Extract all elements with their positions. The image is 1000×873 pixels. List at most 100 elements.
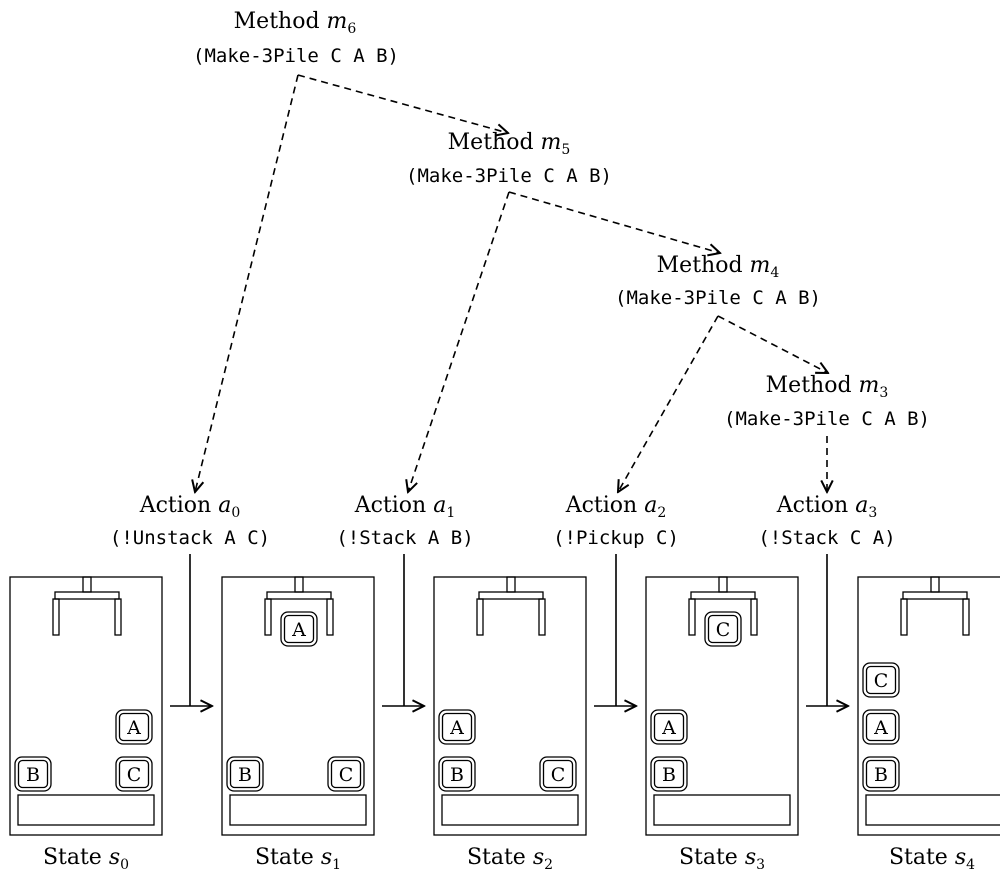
action-call: (!Pickup C) — [553, 527, 679, 549]
block-A: A — [650, 709, 688, 745]
method-sub: 3 — [879, 385, 888, 401]
method-sub: 5 — [561, 142, 570, 158]
action-var: a — [218, 493, 231, 518]
arrow-m5-a1 — [408, 191, 510, 492]
arrow-m4-a2 — [618, 315, 719, 492]
action-node-a0: Action a0 (!Unstack A C) — [110, 493, 270, 549]
method-node-m4: Method m4 (Make-3Pile C A B) — [615, 253, 821, 309]
block-C: C — [115, 756, 153, 792]
block-A: A — [115, 709, 153, 745]
block-A: A — [438, 709, 476, 745]
svg-text:Method m4: Method m4 — [657, 253, 780, 281]
block-label: C — [127, 764, 142, 786]
block-label: C — [716, 619, 731, 641]
action-sub: 2 — [657, 505, 666, 521]
action-label: Action — [354, 493, 427, 518]
action-node-a3: Action a3 (!Stack C A) — [758, 493, 895, 549]
svg-text:Action a0: Action a0 — [139, 493, 241, 521]
block-label: C — [874, 670, 889, 692]
svg-text:Method m6: Method m6 — [234, 9, 357, 37]
method-call: (Make-3Pile C A B) — [193, 45, 399, 67]
decomposition-arrows — [195, 74, 828, 492]
table-surface — [865, 794, 1000, 826]
method-var: m — [859, 373, 880, 398]
action-node-a2: Action a2 (!Pickup C) — [553, 493, 679, 549]
method-var: m — [327, 9, 348, 34]
state-s3: C A B — [645, 576, 799, 836]
block-B: B — [226, 756, 264, 792]
block-label: A — [449, 717, 464, 739]
block-B: B — [862, 756, 900, 792]
block-B: B — [14, 756, 52, 792]
action-call: (!Stack C A) — [758, 527, 895, 549]
block-label: A — [291, 619, 306, 641]
block-label: B — [26, 764, 40, 786]
arrow-m4-m3 — [717, 315, 828, 373]
method-call: (Make-3Pile C A B) — [406, 165, 612, 187]
block-label: C — [551, 764, 566, 786]
action-label: Action — [565, 493, 638, 518]
method-label: Method — [766, 373, 852, 398]
table-surface — [441, 794, 579, 826]
action-node-a1: Action a1 (!Stack A B) — [336, 493, 473, 549]
arrow-m6-a0 — [195, 74, 299, 492]
block-C-held: C — [704, 611, 742, 647]
block-label: C — [339, 764, 354, 786]
table-surface — [17, 794, 155, 826]
state-caption-s1: State s1 — [255, 845, 341, 873]
block-label: A — [661, 717, 676, 739]
block-label: B — [238, 764, 252, 786]
state-frame — [433, 576, 587, 836]
svg-text:Action a2: Action a2 — [565, 493, 667, 521]
transition-s1-s2 — [382, 554, 424, 706]
block-B: B — [650, 756, 688, 792]
gripper-icon — [476, 576, 546, 636]
arrow-m5-m4 — [508, 191, 720, 253]
block-label: A — [126, 717, 141, 739]
state-caption-s4: State s4 — [889, 845, 975, 873]
method-var: m — [541, 130, 562, 155]
state-s0: B C A — [9, 576, 163, 836]
svg-text:Action a3: Action a3 — [776, 493, 878, 521]
block-label: B — [450, 764, 464, 786]
method-label: Method — [448, 130, 534, 155]
state-frame — [9, 576, 163, 836]
block-C: C — [539, 756, 577, 792]
state-caption-s0: State s0 — [43, 845, 129, 873]
state-frame — [857, 576, 1000, 836]
action-label: Action — [139, 493, 212, 518]
method-call: (Make-3Pile C A B) — [615, 287, 821, 309]
method-node-m6: Method m6 (Make-3Pile C A B) — [193, 9, 399, 67]
method-label: Method — [657, 253, 743, 278]
state-caption-s2: State s2 — [467, 845, 553, 873]
state-s1: A B C — [221, 576, 375, 836]
table-surface — [229, 794, 367, 826]
action-label: Action — [776, 493, 849, 518]
gripper-icon — [52, 576, 122, 636]
block-label: B — [662, 764, 676, 786]
block-B: B — [438, 756, 476, 792]
state-s2: A B C — [433, 576, 587, 836]
method-sub: 6 — [347, 21, 356, 37]
method-var: m — [750, 253, 771, 278]
transition-s2-s3 — [594, 554, 636, 706]
method-call: (Make-3Pile C A B) — [724, 408, 930, 430]
arrow-m6-m5 — [297, 74, 508, 133]
action-call: (!Unstack A C) — [110, 527, 270, 549]
transition-arrows — [170, 554, 848, 706]
method-node-m3: Method m3 (Make-3Pile C A B) — [724, 373, 930, 430]
block-label: A — [873, 717, 888, 739]
action-sub: 0 — [231, 505, 240, 521]
action-var: a — [855, 493, 868, 518]
state-s4: C A B — [857, 576, 1000, 836]
svg-text:Method m5: Method m5 — [448, 130, 571, 158]
action-var: a — [433, 493, 446, 518]
block-label: B — [874, 764, 888, 786]
svg-text:Action a1: Action a1 — [354, 493, 456, 521]
block-A-held: A — [280, 611, 318, 647]
transition-s3-s4 — [806, 554, 848, 706]
gripper-icon — [688, 576, 758, 636]
table-surface — [653, 794, 791, 826]
